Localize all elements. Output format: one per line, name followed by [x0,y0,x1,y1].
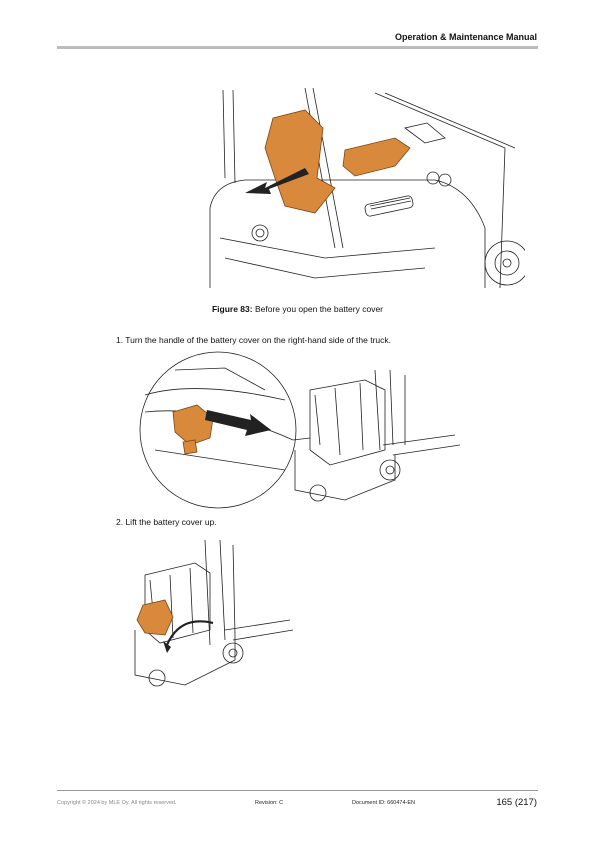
figure-label: Figure 83: [211,304,253,314]
arrow-icon [205,410,271,436]
figure-caption-text: Before you open the battery cover [252,304,384,314]
step-1-text: 1. Turn the handle of the battery cover … [116,335,392,345]
footer-copyright: Copyright © 2024 by MLE Oy. All rights r… [57,800,177,806]
page-number: 165 (217) [496,797,537,808]
step-2-text: 2. Lift the battery cover up. [116,517,217,527]
footer-document-id: Document ID: 660474-EN [352,800,415,806]
header-title: Operation & Maintenance Manual [394,32,537,42]
footer-revision: Revision: C [255,800,284,806]
figure-caption: Figure 83: Before you open the battery c… [0,304,595,314]
arrow-icon [163,641,171,653]
footer-rule [57,790,538,791]
seat-highlight [264,109,411,214]
handle-highlight [172,404,214,455]
step-1-illustration [139,351,461,509]
figure-83-illustration [209,88,525,288]
step-2-illustration [134,539,294,687]
header-rule [57,46,538,49]
cover-highlight [136,599,174,636]
arrow-icon [245,168,309,194]
